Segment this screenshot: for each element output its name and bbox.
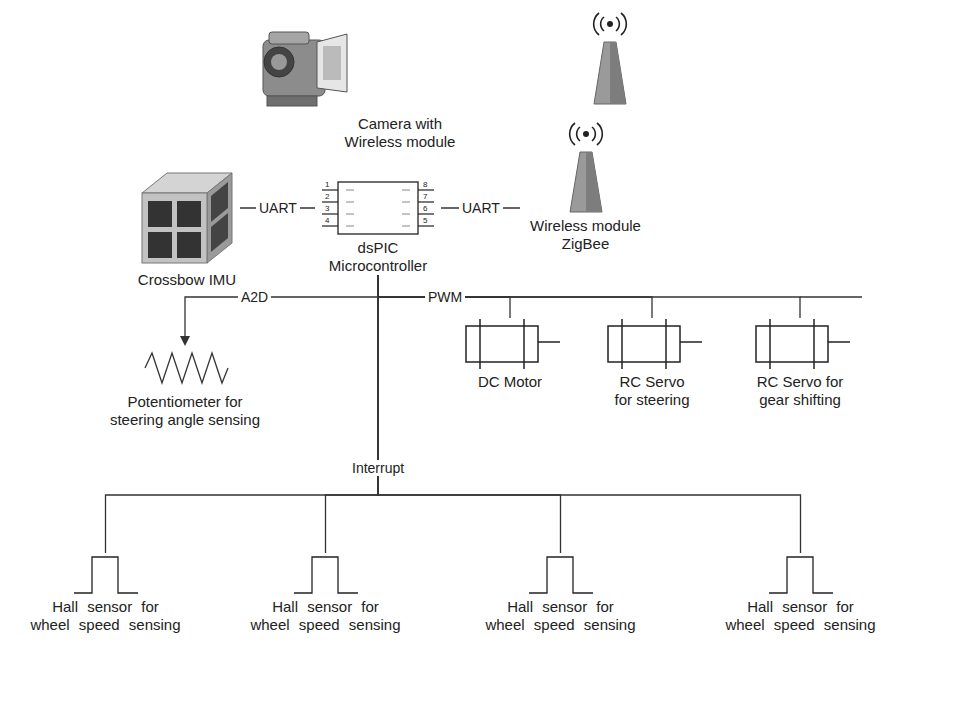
signal-label: PWM (425, 289, 465, 305)
connector-wire (326, 275, 379, 553)
node-label: Potentiometer for steering angle sensing (105, 393, 265, 429)
pulse-icon (294, 553, 358, 595)
node-label: Hall sensor for wheel speed sensing (484, 598, 637, 634)
node-label: RC Servo for steering (612, 373, 693, 409)
microcontroller-node: dsPIC Microcontroller 1 2 3 4 5 6 7 8 (315, 180, 441, 275)
hall-sensor-node: Hall sensor for wheel speed sensing (721, 553, 880, 634)
pin-number: 6 (423, 205, 427, 213)
text-line: Camera with Wireless module (255, 115, 545, 151)
text-line: Hall sensor for wheel speed sensing (721, 598, 880, 634)
servo-node: RC Servo for gear shifting (738, 318, 862, 409)
imu-node: Crossbow IMU (134, 168, 240, 289)
pin-number: 5 (423, 217, 427, 225)
node-label: Hall sensor for wheel speed sensing (29, 598, 182, 634)
text-line: Hall sensor for wheel speed sensing (246, 598, 405, 634)
text-line: dsPIC Microcontroller (315, 239, 441, 275)
node-label: Hall sensor for wheel speed sensing (249, 598, 402, 634)
signal-label: Interrupt (349, 460, 407, 476)
pin-number: 8 (423, 181, 427, 189)
text-line: RC Servo for steering (597, 373, 707, 409)
motor-icon (748, 318, 852, 370)
text-line: Hall sensor for wheel speed sensing (26, 598, 185, 634)
pin-number: 2 (325, 193, 329, 201)
antenna-icon (556, 122, 616, 214)
pulse-icon (769, 553, 833, 595)
node-label: Hall sensor for wheel speed sensing (724, 598, 877, 634)
connector-wire (378, 275, 801, 553)
cube-icon (137, 168, 237, 268)
pwm-bus-end (800, 296, 862, 297)
servo-node: RC Servo for steering (597, 318, 707, 409)
motor-icon (600, 318, 704, 370)
pin-number: 4 (325, 217, 329, 225)
hall-sensor-node: Hall sensor for wheel speed sensing (481, 553, 640, 634)
text-line: DC Motor (455, 373, 565, 391)
text-line: Hall sensor for wheel speed sensing (481, 598, 640, 634)
pulse-icon (74, 553, 138, 595)
text-line: Crossbow IMU (134, 271, 240, 289)
potentiometer-node: Potentiometer for steering angle sensing (102, 318, 268, 429)
node-label: dsPIC Microcontroller (323, 239, 433, 275)
signal-label: UART (256, 200, 300, 216)
connector-wire (378, 275, 800, 318)
camera-antenna (594, 13, 627, 104)
camera-icon (255, 12, 350, 112)
hall-sensor-node: Hall sensor for wheel speed sensing (246, 553, 405, 634)
node-label: Wireless module ZigBee (523, 217, 648, 253)
connector-wire (378, 275, 561, 553)
camera-node: Camera with Wireless module (255, 12, 545, 151)
node-label: RC Servo for gear shifting (741, 373, 859, 409)
text-line: Wireless module ZigBee (520, 217, 651, 253)
pin-number: 3 (325, 205, 329, 213)
motor-icon (458, 318, 562, 370)
signal-label: A2D (238, 289, 271, 305)
text-line: RC Servo for gear shifting (738, 373, 862, 409)
pin-number: 1 (325, 181, 329, 189)
pot-icon (140, 318, 230, 390)
node-label: DC Motor (478, 373, 542, 391)
text-line: Potentiometer for steering angle sensing (102, 393, 268, 429)
motor-node: DC Motor (455, 318, 565, 391)
wireless-node: Wireless module ZigBee (520, 122, 651, 253)
signal-label: UART (459, 200, 503, 216)
node-label: Crossbow IMU (138, 271, 236, 289)
hall-sensor-node: Hall sensor for wheel speed sensing (26, 553, 185, 634)
pin-number: 7 (423, 193, 427, 201)
node-label: Camera with Wireless module (338, 115, 463, 151)
connector-wire (106, 275, 379, 553)
chip-icon (318, 180, 438, 236)
pulse-icon (529, 553, 593, 595)
